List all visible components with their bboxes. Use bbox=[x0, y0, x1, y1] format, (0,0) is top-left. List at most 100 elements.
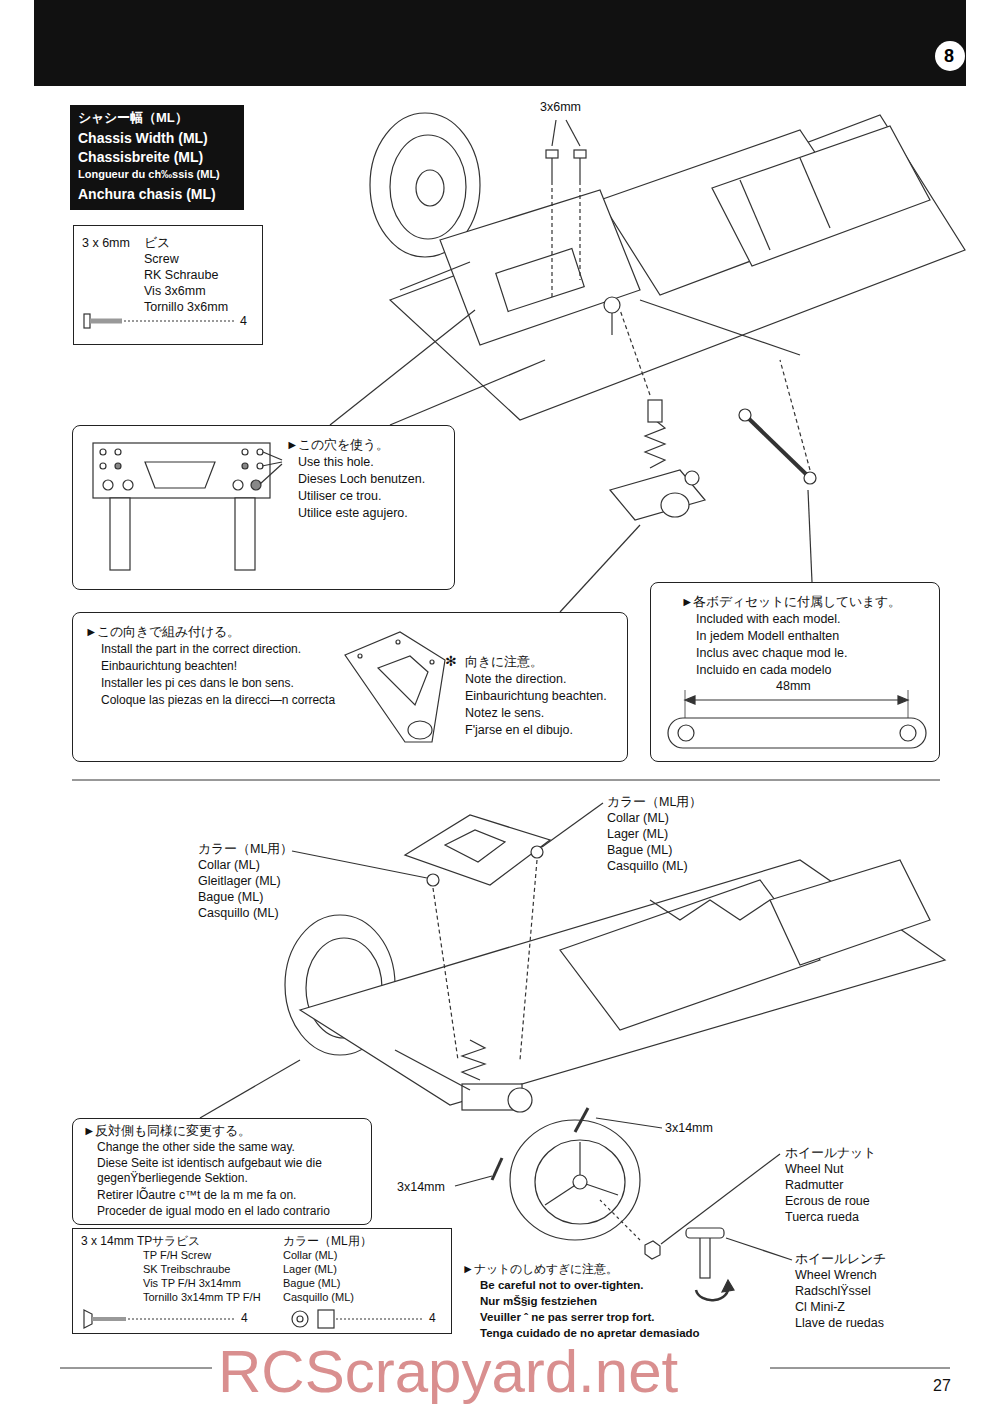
bottom-chassis bbox=[200, 803, 945, 1300]
callout-text: 4 bbox=[429, 1311, 436, 1326]
drawing-line bbox=[620, 310, 650, 395]
drawing-line bbox=[90, 319, 122, 324]
callout-text: 4 bbox=[241, 1311, 248, 1326]
section-heading-box: シャシー幅（ML）Chassis Width (ML)Chassisbreite… bbox=[70, 105, 244, 210]
drawing-line bbox=[596, 1118, 662, 1128]
drawing-line bbox=[260, 464, 282, 484]
callout-text: Inclus avec chaque mod le. bbox=[696, 646, 847, 662]
drawing-rect bbox=[700, 1232, 710, 1278]
screw-icon bbox=[84, 314, 234, 328]
drawing-ellipse bbox=[508, 1088, 532, 1112]
part-name: カラー（ML用） bbox=[607, 795, 702, 811]
callout-text: Einbaurichtung beachten! bbox=[101, 659, 237, 674]
collar-screw-icons bbox=[84, 1310, 424, 1328]
drawing-line bbox=[492, 1158, 502, 1180]
part-name: ホイールレンチ bbox=[795, 1252, 886, 1268]
callout-text: Casquillo (ML) bbox=[283, 1291, 354, 1305]
drawing-line bbox=[808, 490, 812, 582]
drawing-ellipse bbox=[661, 493, 689, 517]
drawing-line bbox=[92, 1317, 126, 1321]
drawing-line bbox=[551, 188, 552, 300]
callout-text: Vis 3x6mm bbox=[144, 284, 206, 300]
drawing-ellipse bbox=[535, 1140, 625, 1224]
callout-text: Use this hole. bbox=[298, 455, 374, 471]
callout-text: 向きに注意。 bbox=[465, 655, 543, 671]
drawing-polygon bbox=[610, 470, 705, 520]
page-number: 27 bbox=[933, 1376, 951, 1396]
drawing-line bbox=[124, 321, 234, 322]
callout-text: ►この穴を使う。 bbox=[286, 438, 389, 454]
part-name: Collar (ML) bbox=[607, 811, 669, 827]
note: Be careful not to over-tighten. bbox=[480, 1278, 644, 1292]
callout-text: Proceder de igual modo en el lado contra… bbox=[97, 1204, 330, 1219]
drawing-rect bbox=[668, 718, 926, 748]
part-name: Bague (ML) bbox=[198, 890, 263, 906]
drawing-line bbox=[292, 851, 427, 878]
callout-text: 3 x 14mm bbox=[81, 1234, 134, 1249]
callout-text: SK Treibschraube bbox=[143, 1263, 230, 1277]
callout-text: 4 bbox=[240, 314, 247, 330]
drawing-polygon bbox=[685, 696, 695, 704]
part-name: Casquillo (ML) bbox=[198, 906, 279, 922]
drawing-line bbox=[400, 262, 470, 290]
callout-text: Change the other side the same way. bbox=[97, 1140, 362, 1155]
drawing-rect bbox=[574, 150, 586, 158]
drawing-circle bbox=[292, 1311, 308, 1327]
drawing-circle bbox=[678, 725, 694, 741]
drawing-ellipse bbox=[390, 135, 466, 239]
part-name: Wheel Nut bbox=[785, 1162, 843, 1178]
drawing-rect bbox=[648, 400, 662, 422]
drawing-polyline bbox=[650, 900, 770, 920]
note: Tenga cuidado de no apretar demasiado bbox=[480, 1326, 700, 1340]
drawing-line bbox=[542, 803, 603, 847]
drawing-line bbox=[330, 310, 475, 425]
drawing-circle bbox=[251, 480, 261, 490]
callout-text: Install the part in the correct directio… bbox=[101, 642, 341, 657]
drawing-line bbox=[200, 1060, 300, 1118]
drawing-line bbox=[600, 1200, 640, 1240]
callout-text: Lager (ML) bbox=[283, 1263, 337, 1277]
callout-text: ►各ボディセットに付属しています。 bbox=[681, 595, 901, 611]
drawing-circle bbox=[935, 41, 965, 71]
drawing-circle bbox=[100, 463, 106, 469]
part-name: Collar (ML) bbox=[198, 858, 260, 874]
callout-text: Anchura chasis (ML) bbox=[78, 186, 216, 204]
callout-box: 3 x 6mmビスScrewRK SchraubeVis 3x6mmTornil… bbox=[73, 225, 263, 345]
drawing-rect bbox=[34, 0, 966, 86]
drawing-circle bbox=[242, 449, 248, 455]
part-name: Gleitlager (ML) bbox=[198, 874, 281, 890]
callout-text: TPサラビス bbox=[137, 1234, 200, 1249]
drawing-line bbox=[455, 1176, 492, 1186]
drawing-polygon bbox=[712, 126, 930, 266]
part-name: Lager (ML) bbox=[607, 827, 668, 843]
drawing-ellipse bbox=[408, 721, 432, 739]
drawing-circle bbox=[123, 480, 133, 490]
callout-text: Incluido en cada modelo bbox=[696, 663, 832, 679]
callout-text: TP F/H Screw bbox=[143, 1249, 211, 1263]
callout-text: Diese Seite ist identisch aufgebaut wie … bbox=[97, 1156, 362, 1186]
drawing-line bbox=[263, 452, 282, 460]
drawing-polygon bbox=[440, 190, 640, 345]
drawing-circle bbox=[100, 449, 106, 455]
drawing-circle bbox=[103, 480, 113, 490]
drawing-line bbox=[390, 360, 545, 425]
drawing-line bbox=[745, 415, 808, 476]
callout-box: ►この向きで組み付ける。Install the part in the corr… bbox=[72, 612, 628, 762]
part-name: Llave de ruedas bbox=[795, 1316, 884, 1332]
drawing-line bbox=[520, 860, 537, 1060]
callout-text: ►反対側も同様に変更する。 bbox=[83, 1124, 251, 1140]
callout-box: 3 x 14mmTPサラビスTP F/H ScrewSK Treibschrau… bbox=[72, 1228, 452, 1334]
callout-text: Longueur du ch‰ssis (ML) bbox=[78, 168, 220, 182]
drawing-circle bbox=[396, 640, 400, 644]
part-name: RadschlŸssel bbox=[795, 1284, 871, 1300]
callout-text: F'jarse en el dibujo. bbox=[465, 723, 573, 739]
drawing-line bbox=[262, 462, 282, 466]
part-name: Tuerca rueda bbox=[785, 1210, 859, 1226]
drawing-line bbox=[566, 120, 580, 146]
callout-box: ►反対側も同様に変更する。Change the other side the s… bbox=[72, 1118, 372, 1225]
drawing-line bbox=[72, 780, 940, 781]
bulkhead-detail bbox=[93, 443, 282, 570]
callout-text: Installer les pi ces dans le bon sens. bbox=[101, 676, 294, 691]
part-name: Bague (ML) bbox=[607, 843, 672, 859]
